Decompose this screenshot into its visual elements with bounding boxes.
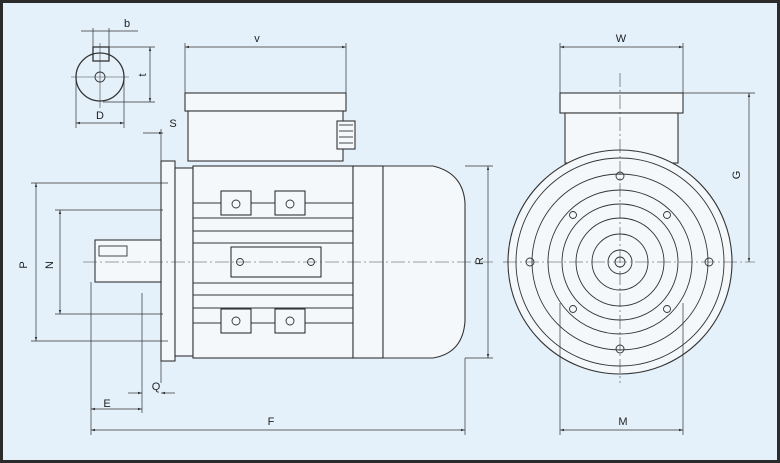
shaft-section-view <box>71 28 155 128</box>
dim-label-w: W <box>616 33 627 45</box>
dim-label-q: Q <box>152 381 161 393</box>
dim-label-d: D <box>96 110 104 122</box>
dim-label-r: R <box>474 257 486 265</box>
dim-label-n: N <box>44 261 56 269</box>
dim-label-v: v <box>254 33 260 45</box>
dim-label-b: b <box>124 18 130 30</box>
dim-label-f: F <box>268 416 275 428</box>
dim-label-s: S <box>169 118 176 130</box>
dim-label-m: M <box>618 416 627 428</box>
dim-label-e: E <box>103 398 110 410</box>
motor-side-view <box>31 43 493 435</box>
motor-front-view <box>503 43 755 435</box>
motor-drawing: b t D <box>18 18 755 435</box>
dim-label-t: t <box>137 73 149 76</box>
dim-label-g: G <box>731 171 743 180</box>
dim-label-p: P <box>18 261 30 268</box>
